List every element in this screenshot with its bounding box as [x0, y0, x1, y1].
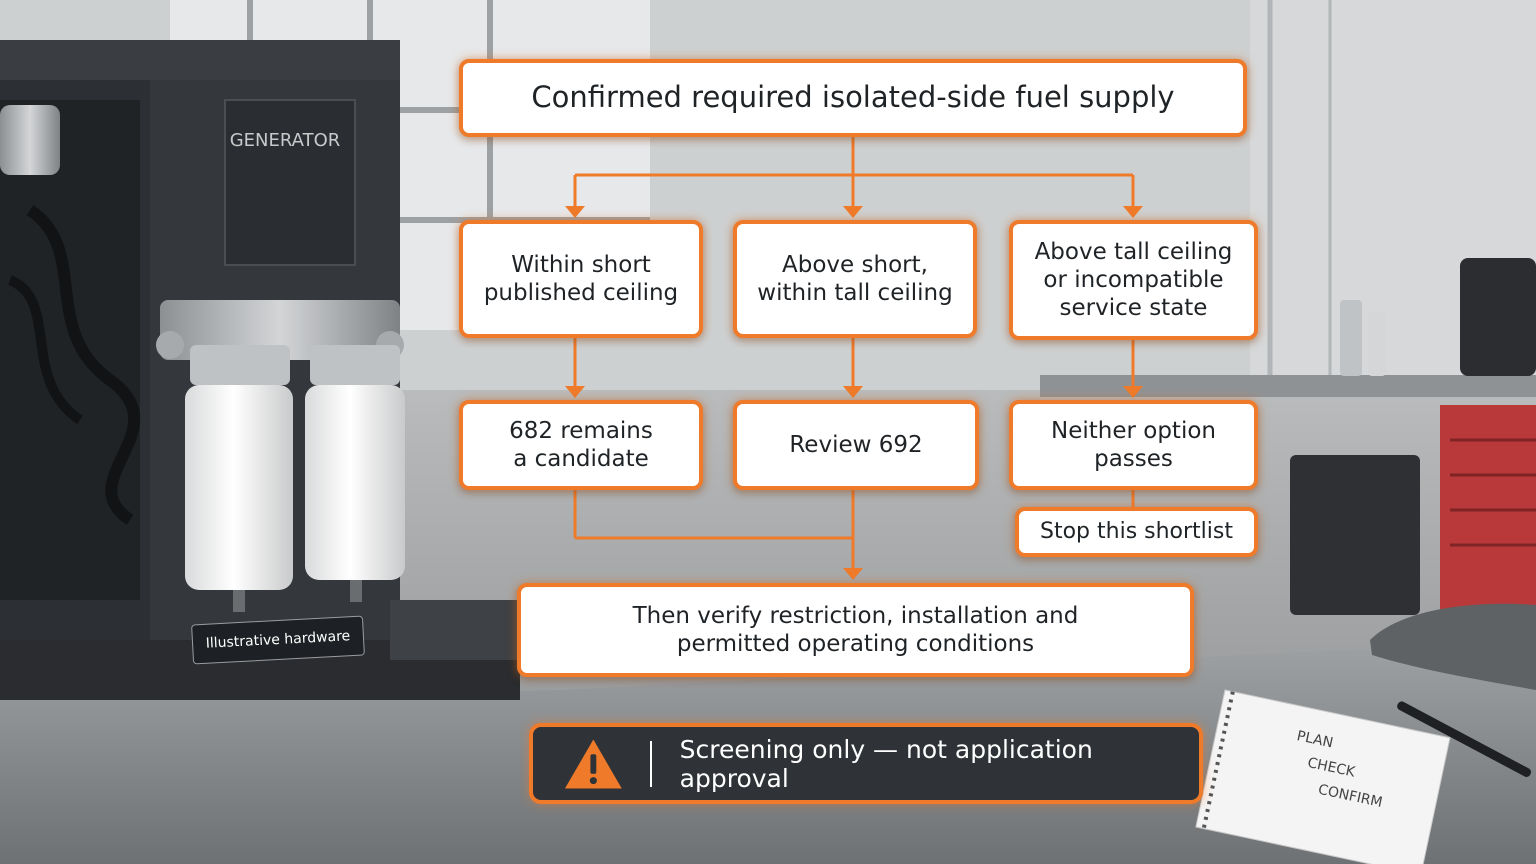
flow-node-verify: Then verify restriction, installation an…: [517, 583, 1194, 677]
pen: [1397, 701, 1532, 777]
fuel-filter-right: [305, 385, 405, 580]
flow-connectors: [573, 137, 1135, 570]
fuel-can: [1460, 258, 1536, 376]
flow-node-condition-tall: Above short, within tall ceiling: [733, 220, 977, 338]
storage-case: [1290, 455, 1420, 615]
arrowhead-branch-3: [1123, 206, 1143, 218]
notepad: PLAN CHECK CONFIRM: [1195, 689, 1451, 864]
flow-node-stop: Stop this shortlist: [1015, 507, 1258, 557]
flow-arrowheads: [565, 206, 1143, 580]
flow-node-result-682: 682 remains a candidate: [459, 400, 703, 490]
arrowhead-verify: [843, 568, 863, 580]
notepad-line-plan: PLAN: [1295, 728, 1334, 751]
warning-triangle-icon: [564, 739, 622, 788]
arrowhead-result-2: [843, 386, 863, 398]
arrowhead-result-1: [565, 386, 585, 398]
flow-node-result-neither: Neither option passes: [1009, 400, 1258, 490]
back-counter: [1040, 375, 1536, 397]
flow-node-top: Confirmed required isolated-side fuel su…: [459, 59, 1247, 137]
fuel-filter-left: [185, 385, 293, 590]
arrowhead-branch-2: [843, 206, 863, 218]
generator-panel: [224, 99, 356, 266]
warning-banner: Screening only — not application approva…: [529, 723, 1203, 804]
warning-text: Screening only — not application approva…: [679, 734, 1093, 793]
arrowhead-branch-1: [565, 206, 585, 218]
arrowhead-result-3: [1123, 386, 1143, 398]
flow-node-result-692: Review 692: [733, 400, 979, 490]
flow-node-condition-above-tall: Above tall ceiling or incompatible servi…: [1009, 220, 1258, 340]
generator-label: GENERATOR: [230, 130, 341, 151]
cloth: [1370, 603, 1536, 690]
tool-cabinet: [1440, 405, 1536, 625]
flow-node-condition-short: Within short published ceiling: [459, 220, 703, 338]
warning-divider: [649, 740, 652, 787]
